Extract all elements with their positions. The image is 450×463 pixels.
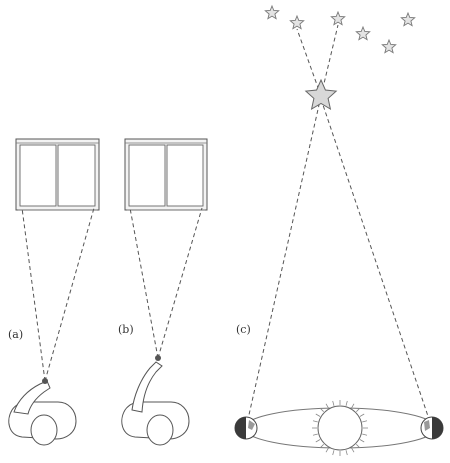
sight-lines-a (21, 207, 95, 382)
panel-label-b: (b) (118, 323, 134, 336)
background-star-icon (289, 14, 305, 30)
background-star-icon (400, 11, 416, 27)
background-stars (264, 4, 416, 54)
nearby-star-icon (304, 78, 338, 111)
observer-a (8, 378, 77, 446)
observer-head-a (30, 414, 58, 446)
background-star-icon (355, 25, 371, 41)
sun-icon (312, 400, 368, 456)
panel-b: (b) (118, 138, 208, 446)
projection-lines (296, 24, 339, 97)
observer-b (121, 355, 190, 446)
background-star-icon (381, 38, 397, 54)
window-a (15, 138, 100, 211)
panel-a: (a) (8, 138, 100, 446)
window-b (124, 138, 208, 211)
earth-left-icon (234, 416, 258, 440)
finger-marker-b (155, 355, 161, 361)
observer-head-b (146, 414, 174, 446)
panel-label-a: (a) (8, 328, 23, 341)
finger-marker-a (42, 378, 48, 384)
panel-c: (c) (234, 4, 444, 456)
panel-label-c: (c) (236, 323, 251, 336)
sight-lines-b (129, 207, 203, 359)
sight-lines-c (245, 104, 433, 429)
background-star-icon (264, 4, 280, 20)
earth-right-icon (420, 416, 444, 440)
background-star-icon (330, 10, 346, 26)
